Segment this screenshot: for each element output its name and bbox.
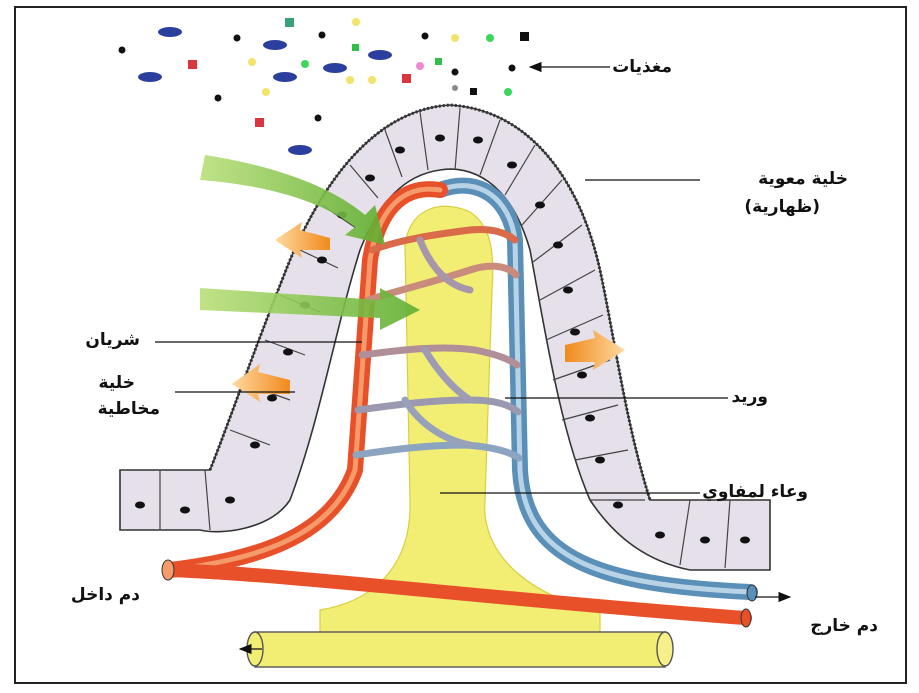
label-blood-in: دم داخل	[71, 585, 140, 605]
label-lymph-vessel: وعاء لمفاوي	[702, 482, 808, 502]
label-intestinal-cell: خلية معوية	[758, 169, 848, 189]
label-intestinal-cell-sub: (ظهارية)	[744, 197, 820, 217]
label-artery: شريان	[85, 330, 140, 350]
label-mucous-cell: خلية	[99, 373, 135, 393]
label-blood-out: دم خارج	[810, 616, 878, 636]
label-nutrients: مغذيات	[612, 57, 672, 77]
label-mucous-cell-sub: مخاطية	[98, 399, 160, 419]
label-vein: وريد	[731, 387, 768, 407]
